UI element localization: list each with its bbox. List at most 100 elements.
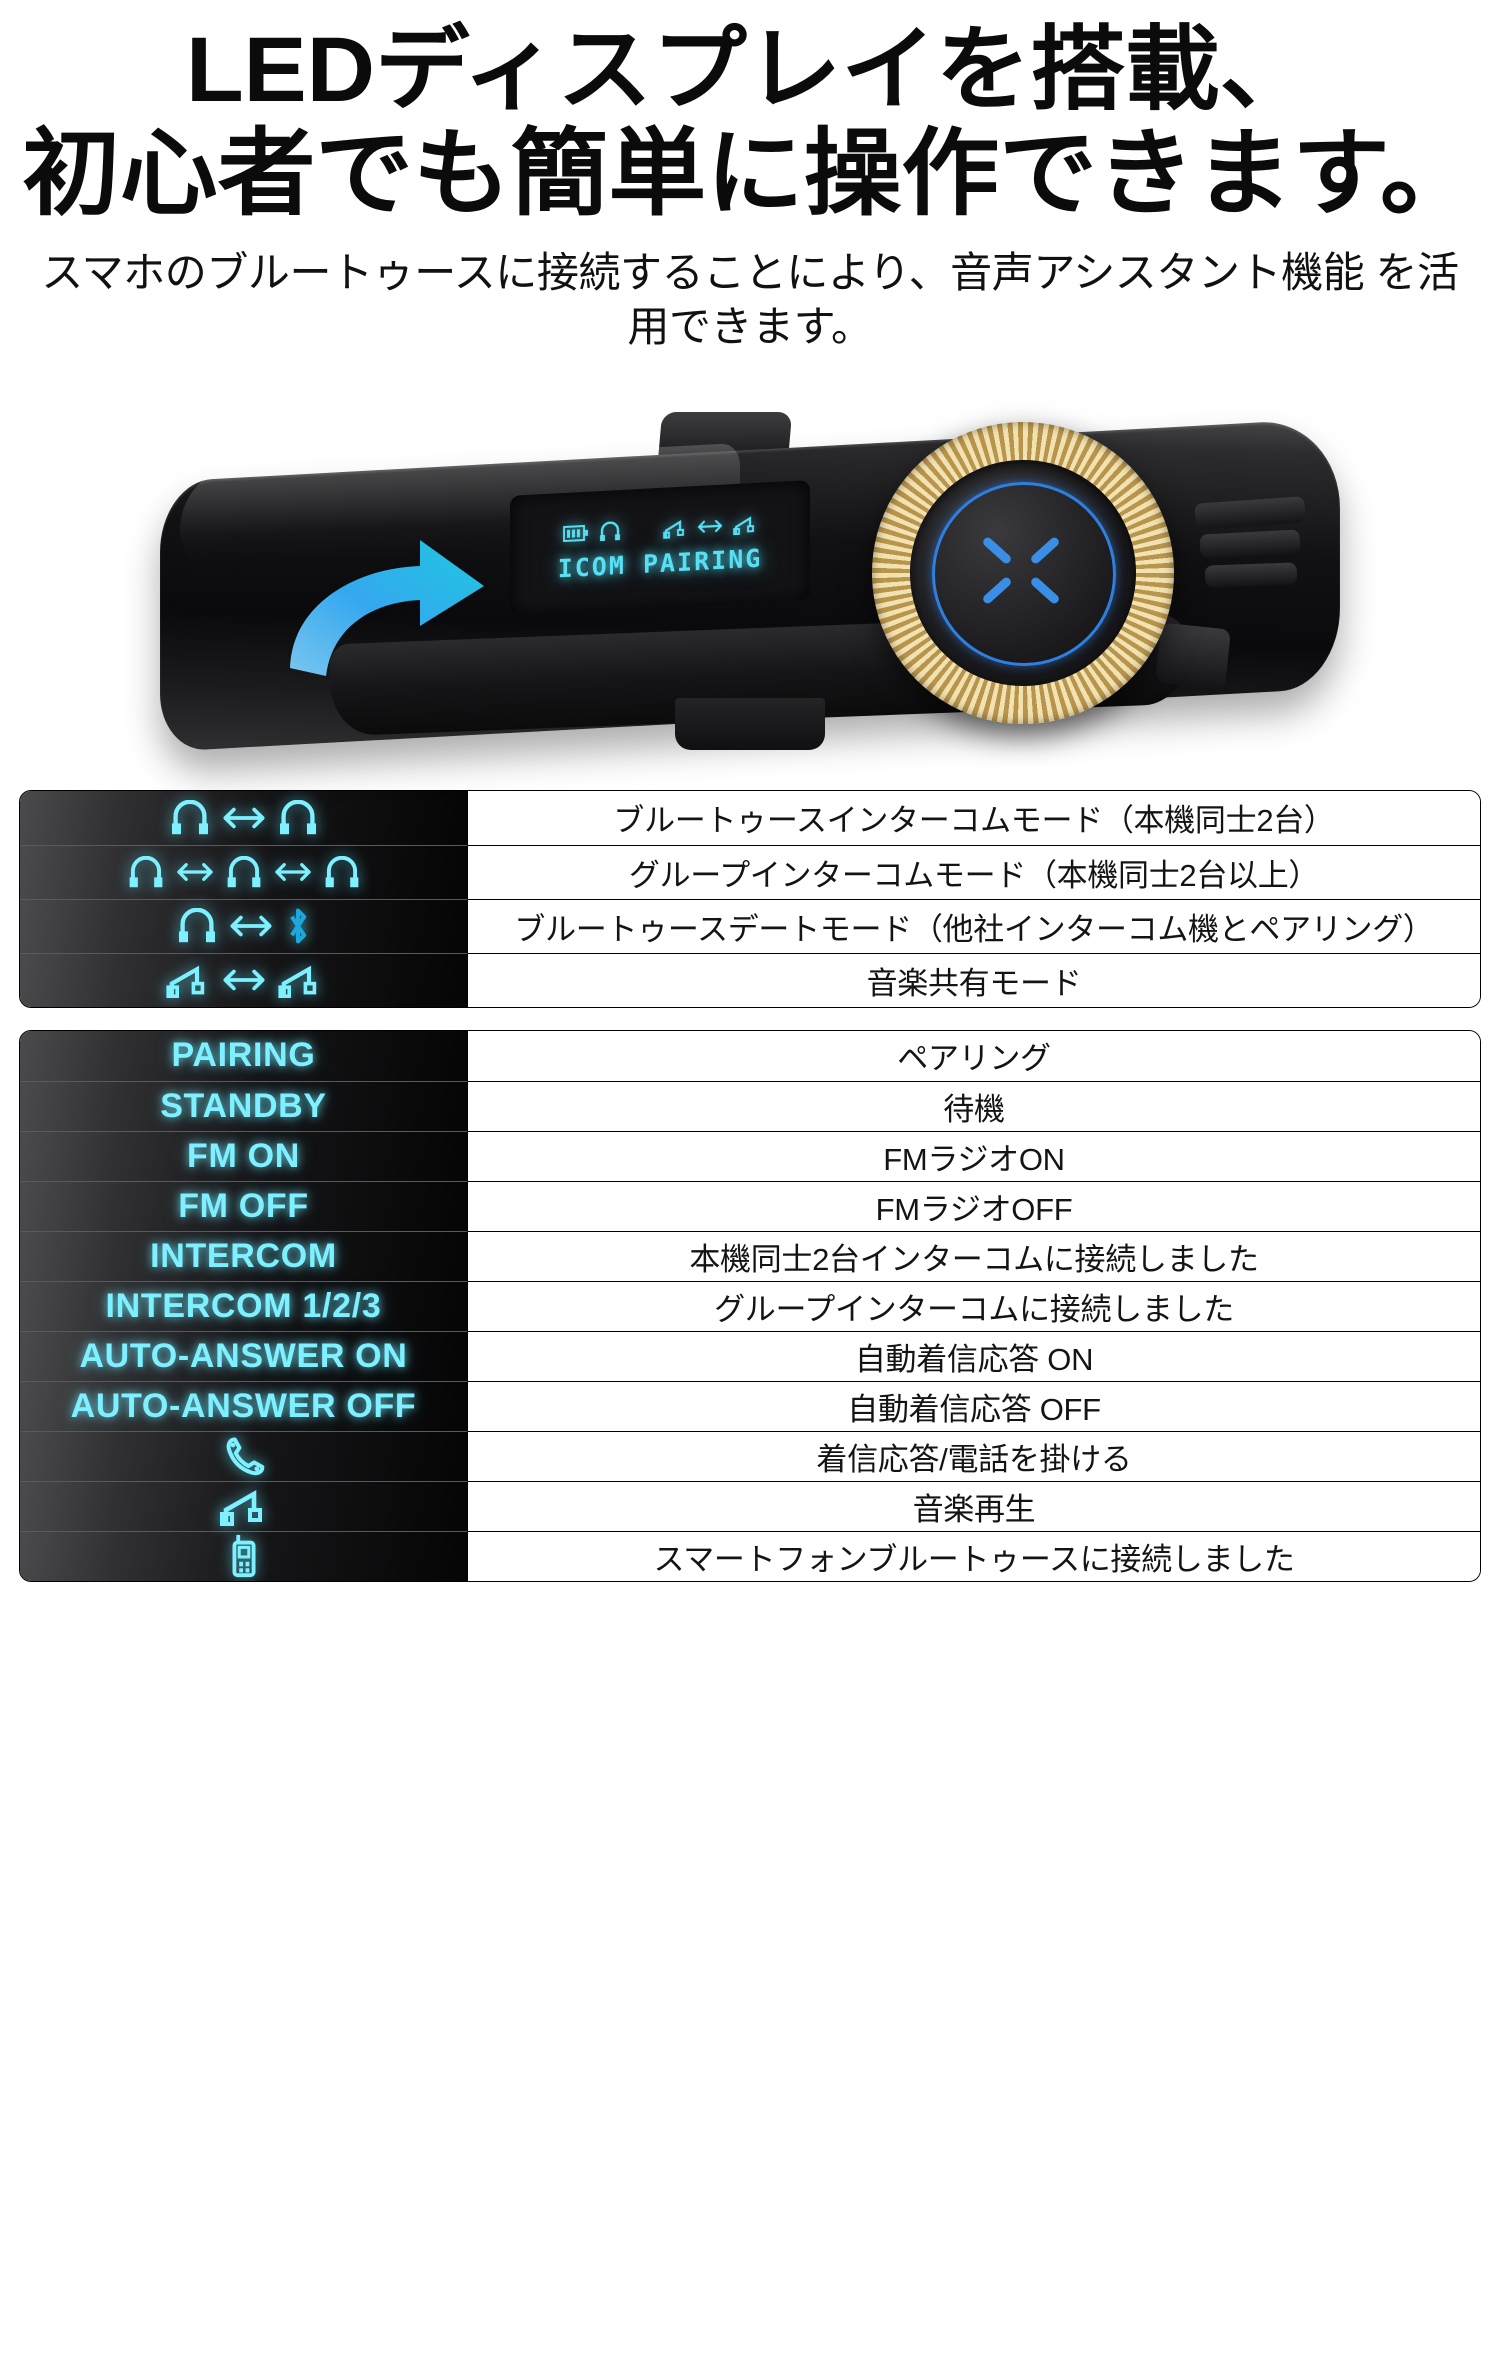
mode-icon-cell <box>20 898 468 953</box>
table-row: FM ON FMラジオON <box>20 1130 1480 1181</box>
status-description-cell: ペアリング <box>468 1030 1480 1081</box>
music-share-icon <box>219 1490 262 1527</box>
headline-line-2: 初心者でも簡単に操作できます。 <box>22 120 1478 227</box>
headset-icon <box>178 908 215 943</box>
mode-description-cell: グループインターコムモード（本機同士2台以上） <box>468 844 1480 899</box>
led-display: ICOM PAIRING <box>510 479 810 616</box>
double-arrow-icon <box>274 863 311 882</box>
double-arrow-icon <box>697 518 723 533</box>
product-photo: ICOM PAIRING <box>0 370 1500 790</box>
blue-pointer-arrow-icon <box>270 530 500 680</box>
brand-x-logo-icon <box>978 528 1064 614</box>
table-row: PAIRING ペアリング <box>20 1030 1480 1081</box>
status-label: INTERCOM 1/2/3 <box>105 1286 382 1325</box>
icon-group <box>21 855 466 889</box>
table-row: グループインターコムモード（本機同士2台以上） <box>20 844 1480 899</box>
music-share-icon <box>277 965 316 999</box>
mobile-phone-icon <box>232 1535 255 1578</box>
status-label-cell: AUTO-ANSWER ON <box>20 1330 468 1381</box>
icon-group <box>21 1434 466 1478</box>
status-description-cell: FMラジオON <box>468 1130 1480 1181</box>
mode-icon-cell <box>20 844 468 899</box>
icon-group <box>21 962 466 999</box>
double-arrow-icon <box>176 863 213 882</box>
status-label-cell: AUTO-ANSWER OFF <box>20 1380 468 1431</box>
subheadline-line-1: スマホのブルートゥースに接続することにより、音声アシスタント機能 <box>41 249 1365 297</box>
tables-container: ブルートゥースインターコムモード（本機同士2台） グループインターコムモード（本… <box>0 789 1500 1582</box>
led-display-text: ICOM PAIRING <box>557 542 763 583</box>
status-label-cell: FM ON <box>20 1130 468 1181</box>
mode-icon-cell <box>20 790 468 845</box>
device-bottom-tab <box>675 697 825 750</box>
status-label: INTERCOM <box>150 1236 337 1275</box>
status-label: STANDBY <box>160 1086 327 1125</box>
headset-icon <box>129 855 162 887</box>
mode-description-cell: ブルートゥースデートモード（他社インターコム機とペアリング） <box>468 898 1480 953</box>
headset-icon <box>599 520 621 541</box>
status-label-cell: FM OFF <box>20 1180 468 1231</box>
status-description-cell: スマートフォンブルートゥースに接続しました <box>468 1530 1480 1581</box>
led-icon-gap <box>631 529 653 530</box>
icon-group <box>21 1486 466 1527</box>
status-label-cell: STANDBY <box>20 1080 468 1131</box>
table-row: ブルートゥースインターコムモード（本機同士2台） <box>20 790 1480 845</box>
double-arrow-icon <box>223 807 264 829</box>
status-label: PAIRING <box>171 1036 316 1075</box>
device-vent-fin <box>1199 529 1301 559</box>
phone-handset-icon <box>226 1437 264 1476</box>
led-status-icon-row <box>563 513 757 543</box>
mode-description-cell: 音楽共有モード <box>468 952 1480 1007</box>
status-description-cell: グループインターコムに接続しました <box>468 1280 1480 1331</box>
mode-icon-cell <box>20 952 468 1007</box>
headset-icon <box>171 799 208 834</box>
battery-icon <box>563 524 589 542</box>
device-vent-fin <box>1204 562 1298 588</box>
status-label-cell: INTERCOM <box>20 1230 468 1281</box>
headset-icon <box>325 855 358 887</box>
table-row: ブルートゥースデートモード（他社インターコム機とペアリング） <box>20 898 1480 953</box>
table-row: スマートフォンブルートゥースに接続しました <box>20 1530 1480 1581</box>
status-icon-cell <box>20 1430 468 1481</box>
double-arrow-icon <box>230 915 271 937</box>
headset-icon <box>279 799 316 834</box>
table-row: INTERCOM 1/2/3 グループインターコムに接続しました <box>20 1280 1480 1331</box>
table-row: FM OFF FMラジオOFF <box>20 1180 1480 1231</box>
status-icon-cell <box>20 1480 468 1531</box>
icon-group <box>21 906 466 946</box>
mode-legend-table: ブルートゥースインターコムモード（本機同士2台） グループインターコムモード（本… <box>19 789 1481 1008</box>
icon-group <box>21 1533 466 1579</box>
device-side-clip <box>1155 622 1231 690</box>
table-row: 音楽共有モード <box>20 952 1480 1007</box>
status-description-cell: 着信応答/電話を掛ける <box>468 1430 1480 1481</box>
status-legend-table: PAIRING ペアリング STANDBY 待機 FM ON FMラジオON F… <box>19 1029 1481 1582</box>
bluetooth-icon <box>289 908 306 944</box>
status-label: AUTO-ANSWER OFF <box>70 1386 417 1425</box>
table-row: AUTO-ANSWER OFF 自動着信応答 OFF <box>20 1380 1480 1431</box>
blue-accent-ring <box>932 481 1116 666</box>
headset-icon <box>227 855 260 887</box>
status-label-cell: PAIRING <box>20 1030 468 1081</box>
bluetooth-headset-device: ICOM PAIRING <box>120 380 1380 780</box>
page-headline: LEDディスプレイを搭載、 初心者でも簡単に操作できます。 <box>0 0 1500 224</box>
music-share-icon <box>165 965 204 999</box>
icon-group <box>21 799 466 836</box>
status-label-cell: INTERCOM 1/2/3 <box>20 1280 468 1331</box>
table-row: AUTO-ANSWER ON 自動着信応答 ON <box>20 1330 1480 1381</box>
table-row: STANDBY 待機 <box>20 1080 1480 1131</box>
table-row: 音楽再生 <box>20 1480 1480 1531</box>
music-share-icon <box>663 517 687 539</box>
status-description-cell: FMラジオOFF <box>468 1180 1480 1231</box>
status-description-cell: 音楽再生 <box>468 1480 1480 1531</box>
status-description-cell: 待機 <box>468 1080 1480 1131</box>
status-description-cell: 自動着信応答 OFF <box>468 1380 1480 1431</box>
status-description-cell: 自動着信応答 ON <box>468 1330 1480 1381</box>
double-arrow-icon <box>223 969 264 991</box>
status-label: FM ON <box>187 1136 300 1175</box>
status-label: AUTO-ANSWER ON <box>79 1336 408 1375</box>
table-row: 着信応答/電話を掛ける <box>20 1430 1480 1481</box>
subheadline-line-2: を活用できます。 <box>627 249 1459 350</box>
status-icon-cell <box>20 1530 468 1581</box>
page-subheadline: スマホのブルートゥースに接続することにより、音声アシスタント機能 を活用できます… <box>40 246 1460 354</box>
table-row: INTERCOM 本機同士2台インターコムに接続しました <box>20 1230 1480 1281</box>
music-share-icon <box>733 513 757 535</box>
